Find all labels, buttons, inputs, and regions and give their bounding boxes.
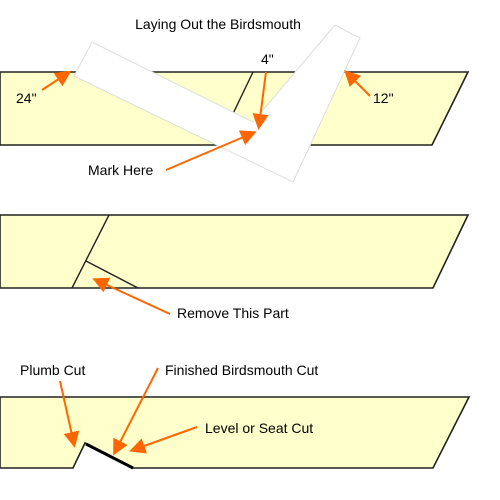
label-mark-here: Mark Here: [88, 162, 154, 178]
label-12-inch: 12": [373, 90, 394, 106]
label-remove-part: Remove This Part: [177, 305, 289, 321]
arrow-seat-cut: [129, 426, 198, 454]
arrow-remove-part: [92, 277, 171, 315]
arrow-plumb-cut: [59, 380, 80, 448]
arrow-24-inch: [41, 70, 72, 91]
arrow-mark-here: [165, 130, 257, 171]
panel-layout: 24" 4" 12" Mark Here: [0, 24, 470, 183]
arrow-finished-cut: [113, 367, 159, 456]
seat-cut-edge: [85, 442, 134, 470]
diagram-title: Laying Out the Birdsmouth: [135, 16, 301, 32]
arrow-4-inch: [252, 71, 269, 130]
label-24-inch: 24": [16, 90, 37, 106]
label-4-inch: 4": [261, 51, 274, 67]
arrow-12-inch: [344, 70, 371, 97]
seat-line-2: [85, 260, 139, 289]
panel-remove: Remove This Part: [0, 214, 470, 321]
panel-finished: Plumb Cut Finished Birdsmouth Cut Level …: [0, 362, 471, 470]
label-finished-cut: Finished Birdsmouth Cut: [165, 362, 318, 378]
label-seat-cut: Level or Seat Cut: [205, 420, 313, 436]
label-plumb-cut: Plumb Cut: [20, 362, 85, 378]
rafter-board-2: [0, 214, 470, 289]
plumb-line-2: [71, 214, 110, 289]
